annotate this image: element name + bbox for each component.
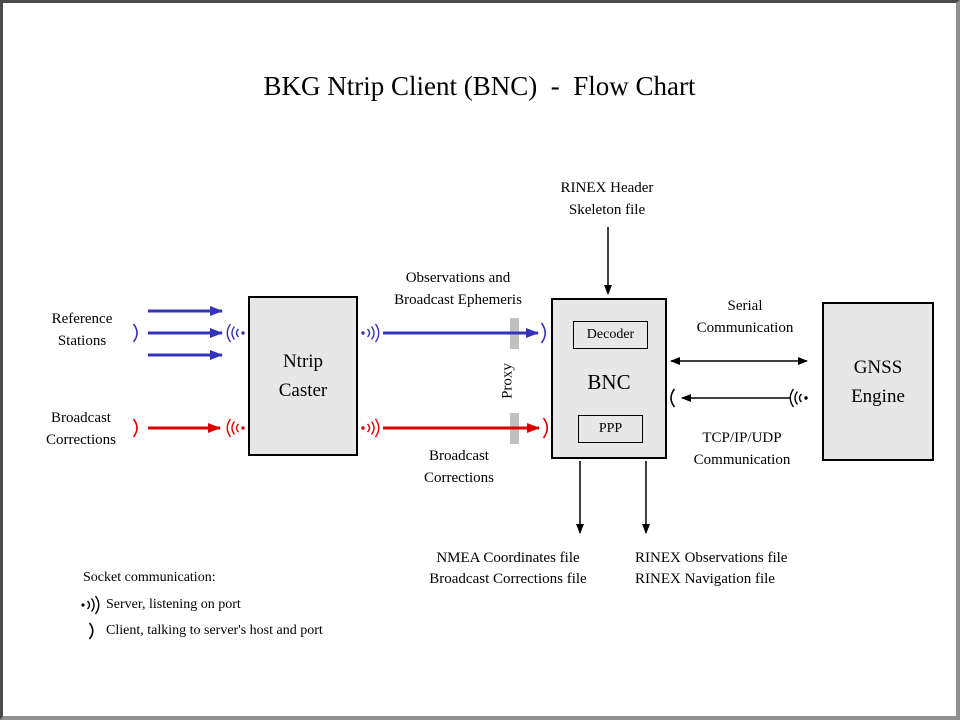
- server-socket-icon: [789, 388, 808, 408]
- observations-label: Observations and Broadcast Ephemeris: [394, 270, 522, 308]
- gnss-engine-node: GNSS Engine: [822, 302, 934, 461]
- ntrip-caster-node: Ntrip Caster: [248, 296, 358, 456]
- gnss-engine-label: GNSS Engine: [851, 356, 905, 407]
- ppp-node: PPP: [578, 415, 643, 443]
- tcp-communication-label: TCP/IP/UDP Communication: [693, 430, 791, 468]
- legend-client-socket-icon: [88, 622, 94, 640]
- proxy-label: Proxy: [499, 363, 516, 399]
- page-title: BKG Ntrip Client (BNC) - Flow Chart: [263, 71, 696, 101]
- nmea-output-label: NMEA Coordinates file Broadcast Correcti…: [429, 550, 587, 587]
- broadcast-corrections-source-label: Broadcast Corrections: [46, 410, 116, 448]
- client-socket-icon: [670, 388, 676, 408]
- serial-communication-label: Serial Communication: [696, 298, 794, 336]
- decoder-node: Decoder: [573, 321, 648, 349]
- broadcast-corrections-stream-label: Broadcast Corrections: [424, 448, 494, 486]
- rinex-header-label: RINEX Header Skeleton file: [560, 180, 654, 218]
- legend-server-socket-icon: [81, 595, 100, 615]
- rinex-output-label: RINEX Observations file RINEX Navigation…: [635, 550, 788, 587]
- legend-server-label: Server, listening on port: [106, 597, 241, 612]
- ntrip-caster-label: Ntrip Caster: [278, 351, 328, 401]
- bnc-label: BNC: [587, 370, 631, 394]
- reference-station-arrows: [148, 306, 223, 360]
- bnc-node: Decoder BNC PPP: [551, 298, 667, 459]
- reference-stations-label: Reference Stations: [51, 311, 113, 349]
- legend-title: Socket communication:: [83, 570, 216, 585]
- legend-client-label: Client, talking to server's host and por…: [106, 623, 323, 638]
